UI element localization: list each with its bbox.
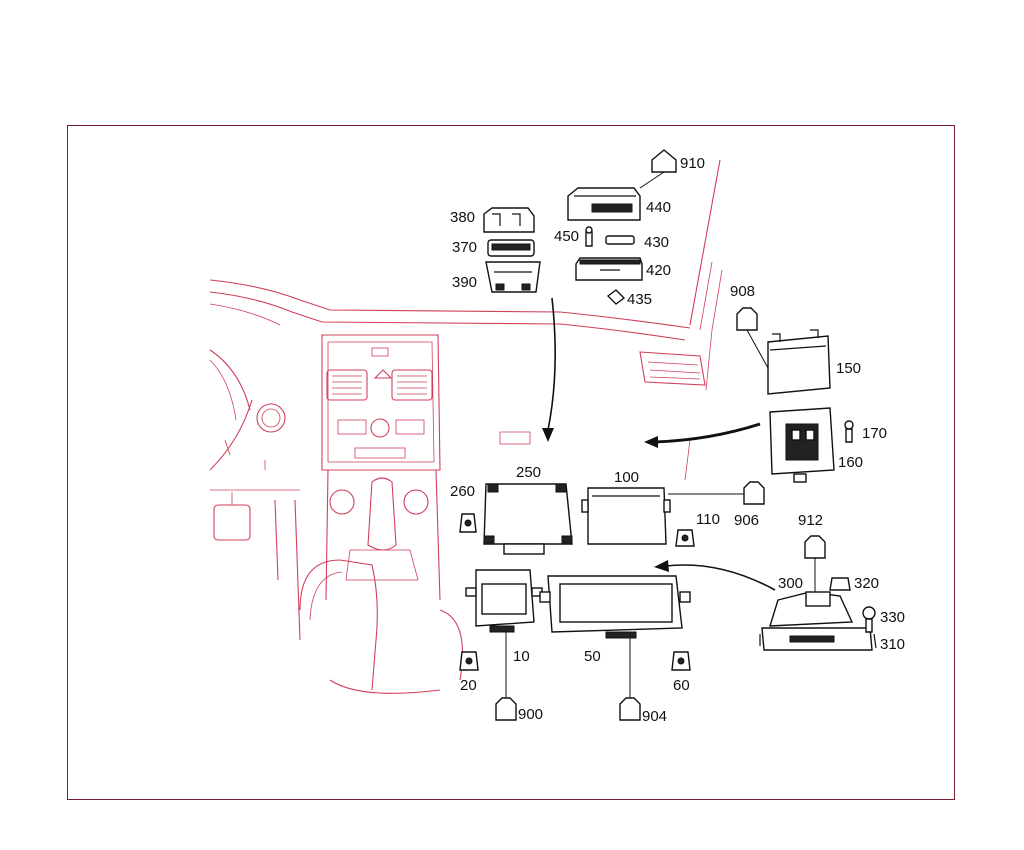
part-110-nut (675, 529, 695, 547)
label-100: 100 (614, 469, 639, 486)
label-435: 435 (627, 291, 652, 308)
connector-908 (736, 307, 769, 369)
part-440-switch-panel (567, 187, 641, 221)
label-900: 900 (518, 706, 543, 723)
connector-906 (668, 481, 765, 505)
label-380: 380 (450, 209, 475, 226)
connector-904 (619, 636, 641, 721)
connector-910 (639, 149, 677, 189)
label-310: 310 (880, 636, 905, 653)
label-420: 420 (646, 262, 671, 279)
label-250: 250 (516, 464, 541, 481)
label-440: 440 (646, 199, 671, 216)
part-160-control-unit (769, 407, 835, 483)
part-250-module (483, 483, 573, 555)
label-910: 910 (680, 155, 705, 172)
connector-912 (804, 535, 826, 592)
label-320: 320 (854, 575, 879, 592)
label-390: 390 (452, 274, 477, 291)
part-380-switch-block (483, 207, 535, 233)
label-260: 260 (450, 483, 475, 500)
diagram-frame (67, 125, 955, 800)
label-906: 906 (734, 512, 759, 529)
part-170-screw (844, 420, 854, 443)
label-20: 20 (460, 677, 477, 694)
part-60-nut (671, 651, 691, 671)
part-100-module (581, 487, 671, 545)
label-370: 370 (452, 239, 477, 256)
part-310-bracket (759, 627, 877, 651)
part-435-clip (606, 289, 626, 305)
part-320-nut (829, 577, 851, 591)
part-430-cover-strip (605, 235, 635, 245)
part-10-module (465, 569, 543, 633)
assembly-arrow-top (542, 297, 556, 442)
label-160: 160 (838, 454, 863, 471)
vehicle-interior-outline (209, 159, 723, 694)
label-60: 60 (673, 677, 690, 694)
part-260-nut (459, 513, 477, 533)
part-300-unit (769, 591, 854, 627)
label-50: 50 (584, 648, 601, 665)
label-450: 450 (554, 228, 579, 245)
part-390-bracket (485, 261, 541, 293)
label-908: 908 (730, 283, 755, 300)
part-370-switch-strip (487, 239, 535, 257)
part-420-control-unit (575, 257, 643, 281)
label-912: 912 (798, 512, 823, 529)
part-330-screw (862, 606, 876, 633)
part-labels: 910 440 380 370 390 450 430 420 435 908 … (450, 155, 905, 725)
assembly-arrow-lower (654, 560, 776, 591)
assembly-arrow-right (644, 422, 761, 448)
label-170: 170 (862, 425, 887, 442)
label-904: 904 (642, 708, 667, 725)
part-450-screw (585, 226, 593, 247)
label-330: 330 (880, 609, 905, 626)
part-50-unit (539, 575, 691, 639)
label-150: 150 (836, 360, 861, 377)
label-110: 110 (696, 511, 720, 528)
label-10: 10 (513, 648, 530, 665)
part-20-nut (459, 651, 479, 671)
label-430: 430 (644, 234, 669, 251)
connector-900 (495, 632, 517, 721)
label-300: 300 (778, 575, 803, 592)
part-150-module (767, 329, 831, 395)
